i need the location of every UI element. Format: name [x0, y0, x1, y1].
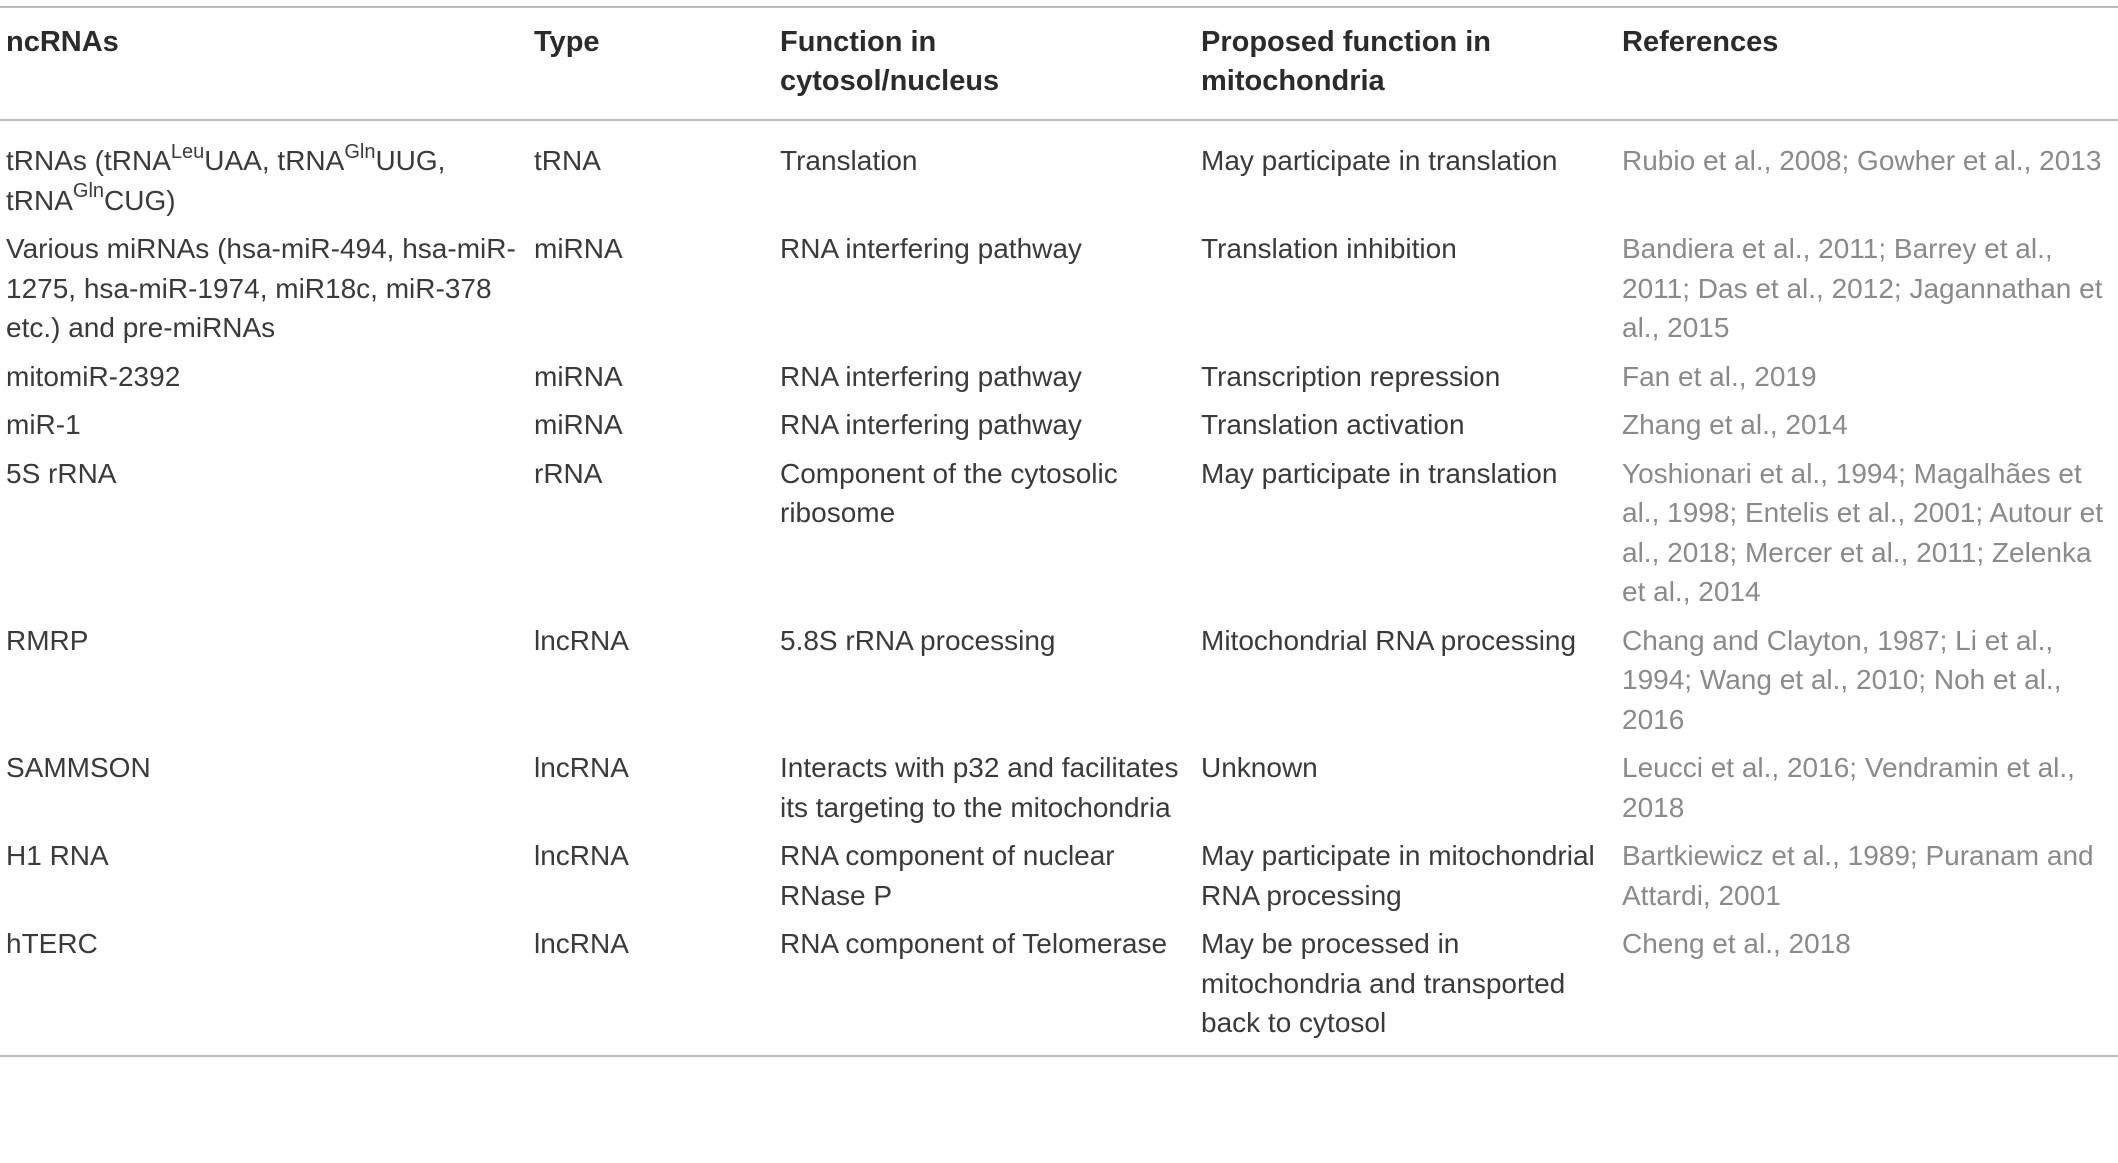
cell-type: lncRNA [534, 840, 629, 871]
cell-function: RNA interfering pathway [780, 233, 1082, 264]
cell-references: Chang and Clayton, 1987; Li et al., 1994… [1622, 624, 2062, 735]
cell-type: miRNA [534, 233, 623, 264]
cell-function: Interacts with p32 and facilitates its t… [780, 752, 1179, 823]
cell-function: RNA interfering pathway [780, 360, 1082, 392]
cell-references: Fan et al., 2019 [1622, 360, 1817, 392]
cell-ncrna: miR-1 [6, 409, 81, 440]
cell-function: RNA component of nuclear RNase P [780, 840, 1115, 911]
cell-type: lncRNA [534, 752, 629, 783]
cell-references: Cheng et al., 2018 [1622, 928, 1851, 959]
cell-type: tRNA [534, 145, 601, 176]
cell-ncrna: Various miRNAs (hsa-miR-494, hsa-miR-127… [6, 233, 516, 343]
cell-function: Component of the cytosolic ribosome [780, 457, 1118, 529]
cell-function: 5.8S rRNA processing [780, 624, 1056, 656]
table-row: Various miRNAs (hsa-miR-494, hsa-miR-127… [0, 224, 2118, 352]
cell-proposed-function: Translation activation [1201, 409, 1465, 440]
cell-proposed-function: May participate in translation [1201, 457, 1558, 489]
cell-function: RNA component of Telomerase [780, 928, 1168, 959]
cell-type: rRNA [534, 457, 603, 489]
cell-proposed-function: Translation inhibition [1201, 233, 1457, 264]
cell-type: miRNA [534, 409, 623, 440]
header-references: References [1622, 26, 1779, 58]
cell-ncrna: tRNAs (tRNALeuUAA, tRNAGlnUUG, tRNAGlnCU… [6, 140, 446, 216]
cell-references: Yoshionari et al., 1994; Magalhães et al… [1622, 457, 2103, 608]
table-row: tRNAs (tRNALeuUAA, tRNAGlnUUG, tRNAGlnCU… [0, 120, 2118, 224]
cell-ncrna: 5S rRNA [6, 457, 117, 489]
table-row: RMRP lncRNA 5.8S rRNA processing Mitocho… [0, 616, 2118, 744]
cell-references: Bandiera et al., 2011; Barrey et al., 20… [1622, 233, 2103, 343]
table-row: H1 RNA lncRNA RNA component of nuclear R… [0, 831, 2118, 919]
cell-ncrna: hTERC [6, 928, 98, 959]
cell-type: lncRNA [534, 624, 629, 656]
table-row: SAMMSON lncRNA Interacts with p32 and fa… [0, 743, 2118, 831]
table-row: 5S rRNA rRNA Component of the cytosolic … [0, 449, 2118, 616]
cell-proposed-function: Mitochondrial RNA processing [1201, 624, 1577, 656]
cell-ncrna: H1 RNA [6, 840, 109, 871]
table-row: mitomiR-2392 miRNA RNA interfering pathw… [0, 352, 2118, 401]
cell-ncrna: RMRP [6, 624, 89, 656]
cell-type: lncRNA [534, 928, 629, 959]
table-row: miR-1 miRNA RNA interfering pathway Tran… [0, 400, 2118, 449]
table-body: tRNAs (tRNALeuUAA, tRNAGlnUUG, tRNAGlnCU… [0, 120, 2118, 1056]
cell-references: Leucci et al., 2016; Vendramin et al., 2… [1622, 752, 2075, 823]
cell-proposed-function: Unknown [1201, 752, 1318, 783]
cell-references: Rubio et al., 2008; Gowher et al., 2013 [1622, 145, 2102, 176]
header-type: Type [534, 26, 600, 58]
cell-proposed-function: May participate in mitochondrial RNA pro… [1201, 840, 1595, 911]
cell-function: Translation [780, 145, 918, 176]
cell-function: RNA interfering pathway [780, 409, 1082, 440]
header-ncrnas: ncRNAs [6, 26, 119, 58]
cell-proposed-function: May participate in translation [1201, 145, 1558, 176]
cell-proposed-function: May be processed in mitochondria and tra… [1201, 928, 1566, 1038]
cell-ncrna: mitomiR-2392 [6, 360, 181, 392]
cell-ncrna: SAMMSON [6, 752, 151, 783]
cell-proposed-function: Transcription repression [1201, 360, 1501, 392]
cell-references: Bartkiewicz et al., 1989; Puranam and At… [1622, 840, 2094, 911]
cell-references: Zhang et al., 2014 [1622, 409, 1848, 440]
cell-type: miRNA [534, 360, 623, 392]
table-row: hTERC lncRNA RNA component of Telomerase… [0, 919, 2118, 1056]
